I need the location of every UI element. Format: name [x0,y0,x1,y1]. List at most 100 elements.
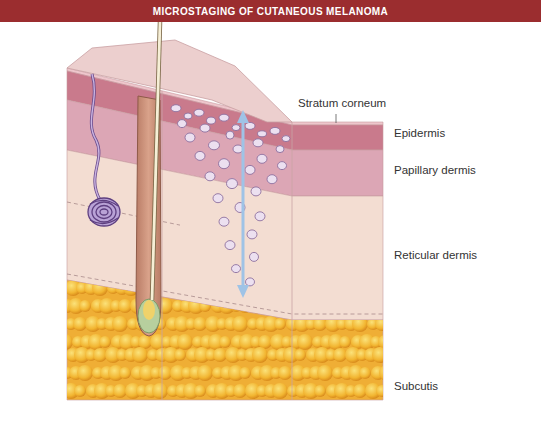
fat-lobule [347,282,359,294]
melanoma-cell [251,187,261,196]
fat-lobule [269,299,283,313]
fat-lobule [219,336,231,348]
fat-lobule [394,280,410,296]
fat-lobule [249,263,263,277]
sweat-gland [88,198,120,226]
hair-bulb [138,299,160,333]
fat-lobule [252,347,268,363]
melanoma-cell [213,194,223,203]
melanoma-cell [246,278,255,286]
fat-lobule [294,349,306,361]
fat-lobule [119,367,131,379]
subcutis-band [67,280,383,400]
fat-lobule [316,282,328,294]
melanoma-cells [171,105,290,286]
fat-lobule [376,385,388,397]
fat-lobule [378,335,392,349]
fat-lobule [121,264,133,276]
arrow-head [237,285,249,298]
fat-lobule [339,298,355,314]
layer-label: Papillary dermis [394,164,476,176]
fat-lobule [332,280,348,296]
fat-lobule [277,298,293,314]
fat-lobule [185,280,201,296]
fat-lobule [168,262,184,278]
hair-papilla [143,300,155,320]
gland-coil [88,198,120,226]
fat-lobule [308,298,324,314]
fat-lobule [79,262,95,278]
melanoma-cell [282,136,290,142]
melanoma-cell [219,159,230,169]
gland-coil [92,202,116,222]
leader-line [336,114,337,123]
fat-lobule [218,263,232,277]
melanoma-cell [219,217,229,226]
fat-lobule [300,299,314,313]
fat-lobule [59,264,71,276]
melanoma-cell [276,146,284,153]
fat-lobule [274,280,290,296]
fat-lobule [285,282,297,294]
fat-lobule [330,264,342,276]
fat-lobule [313,317,327,331]
fat-lobule [219,298,235,314]
layer-label: Epidermis [394,127,445,139]
melanoma-cell [209,141,220,150]
melanoma-cell [245,165,255,174]
fat-lobule [392,264,404,276]
fat-lobule [257,262,273,278]
fat-lobule [71,263,85,277]
fat-lobule [319,300,331,312]
fat-lobule [394,318,406,330]
fat-lobule [258,335,272,349]
fat-lobule [99,336,111,348]
layer-label: Reticular dermis [394,249,477,261]
gland-coil [90,200,118,223]
fat-lobule [158,366,172,380]
melanoma-cell [194,109,204,116]
fat-lobule [92,280,108,296]
fat-lobule [353,384,367,398]
fat-lobule [297,334,313,350]
skin-surface [67,40,292,122]
fat-lobule [261,300,273,312]
fat-lobule [73,317,87,331]
fat-lobule [375,317,389,331]
fat-lobule [98,263,112,277]
fat-lobule [390,334,406,350]
fat-lobule [230,300,242,312]
melanoma-cell [270,127,280,134]
melanoma-cell [253,139,263,147]
fat-lobule [152,383,168,399]
fat-lobule [292,300,304,312]
fat-lobule [194,385,206,397]
fat-lobule [311,263,325,277]
fat-lobule [57,334,73,350]
fat-lobule [324,281,338,295]
fat-lobule [381,300,393,312]
melanoma-cell [257,154,267,163]
fat-lobule [359,367,371,379]
fat-lobule [250,298,266,314]
fat-lobule [379,365,395,381]
fat-lobule [358,299,372,313]
fat-lobule [174,349,186,361]
fat-lobule [232,316,248,332]
fat-lobule [383,316,399,332]
melanoma-cell [205,172,215,181]
fat-lobule [79,300,91,312]
fat-lobule [350,262,366,278]
section-edge [162,91,163,400]
fat-lobule [212,280,228,296]
melanoma-cell [219,114,229,121]
melanoma-cell [185,133,195,142]
fat-lobule [199,262,215,278]
fat-lobules [57,262,410,399]
melanoma-cell [258,131,267,137]
layer-label: Subcutis [394,380,438,392]
melanoma-cell [200,124,210,132]
gland-coil [100,209,108,215]
melanoma-cell [227,179,238,189]
skin-structures [67,22,336,400]
